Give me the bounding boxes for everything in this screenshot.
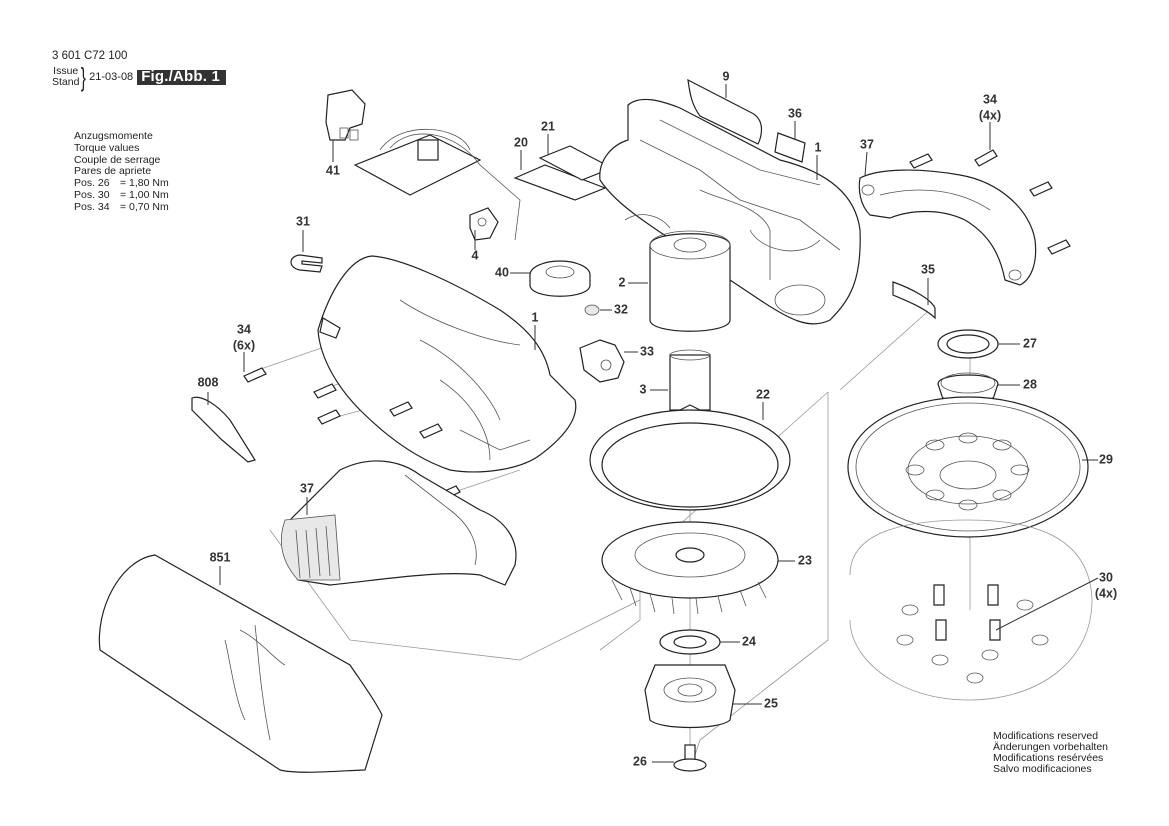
brace-icon: } [81,62,87,92]
callout-808: 808 [197,375,219,390]
note-fr: Modifications resérvées [993,752,1104,764]
part-851-dust-bag [98,554,383,773]
issue-label: Issue [53,65,79,77]
callout-34-top: 34 [983,92,997,107]
callout-21: 21 [541,119,555,134]
torque-row: Pos. 34 = 0,70 Nm [74,200,169,214]
callout-29: 29 [1099,452,1113,467]
part-25-bearing-housing [644,664,736,729]
part-36-label [774,132,806,163]
callout-25: 25 [764,696,778,711]
note-es: Salvo modificaciones [993,763,1092,775]
callout-23: 23 [798,553,812,568]
torque-row: Pos. 26 = 1,80 Nm [74,177,169,190]
issue-date: 21-03-08 [89,71,134,83]
leader-lines [207,84,1099,763]
callout-24: 24 [742,634,756,649]
part-808-label [191,396,256,463]
parts-20-21-labels [513,145,614,201]
callout-20: 20 [514,135,528,150]
callout-33: 33 [640,344,654,359]
callout-30: 30 [1099,570,1113,585]
document-number: 3 601 C72 100 [52,50,128,62]
callout-28: 28 [1023,377,1037,392]
issue-labels: Issue Stand [52,66,79,88]
callout-32: 32 [614,302,628,317]
torque-title-en: Torque values [74,141,140,154]
torque-pos: Pos. 26 [74,177,110,190]
figure-badge: Fig./Abb. 1 [137,69,227,85]
part-22-ring [589,409,791,511]
callout-34-left: 34 [237,322,251,337]
issue-block: Issue Stand } 21-03-08 Fig./Abb. 1 [52,62,227,92]
modifications-reserved-note: Modifications reserved Änderungen vorbeh… [993,731,1108,775]
torque-title-fr: Couple de serrage [74,153,161,166]
note-de: Änderungen vorbehalten [993,741,1109,753]
callout-22: 22 [756,387,770,402]
part-35-label [892,281,936,320]
part-31-clip [290,254,323,273]
screws-34-top [909,149,1071,255]
part-37-cover-top [858,169,1037,286]
torque-row: Pos. 30 = 1,00 Nm [74,188,169,202]
callout-36: 36 [788,106,802,121]
callout-851: 851 [209,550,231,565]
part-26-screw [673,744,707,772]
part-27-ring [937,329,999,359]
part-32-spring [584,304,600,316]
part-40-gear [529,260,591,297]
callout-30-qty: (4x) [1094,586,1118,601]
sanding-disc-outline [849,519,1093,701]
callout-4: 4 [471,248,479,263]
callout-35: 35 [921,262,935,277]
torque-pos: Pos. 30 [74,188,110,201]
part-9-sticker [687,78,763,145]
part-41-switch [325,89,366,141]
torque-values-note: Anzugsmomente Torque values Couple de se… [74,130,169,214]
screws-30 [933,584,1001,641]
callout-1-left: 1 [531,310,539,325]
callout-34-left-qty: (6x) [232,338,256,353]
callout-31: 31 [296,214,310,229]
callout-9: 9 [722,69,730,84]
callout-3: 3 [639,382,647,397]
part-24-washer [659,629,721,655]
electronics-board [353,128,521,241]
callout-26: 26 [633,754,647,769]
torque-title-de: Anzugsmomente [74,130,153,142]
callout-41: 41 [326,163,340,178]
part-2-stator [624,214,731,332]
part-23-fan [601,521,779,615]
callout-34-top-qty: (4x) [978,108,1002,123]
callout-27: 27 [1023,336,1037,351]
part-37-dust-port [280,460,517,586]
callout-2: 2 [618,275,626,290]
part-1-housing-half-left [317,255,577,473]
part-33-cap [579,339,625,383]
part-4 [469,207,499,241]
callout-37-top: 37 [860,137,874,152]
torque-value: = 1,80 Nm [120,177,169,190]
callout-37-left: 37 [300,481,314,496]
torque-title-es: Pares de apriete [74,165,152,178]
note-en: Modifications reserved [993,730,1099,742]
callout-40: 40 [495,265,509,280]
stand-label: Stand [52,76,80,88]
part-1-housing-half-right [599,98,861,325]
part-29-sanding-pad [847,396,1089,538]
torque-value: = 0,70 Nm [120,200,169,213]
callout-1-top: 1 [814,140,822,155]
torque-pos: Pos. 34 [74,200,110,213]
torque-value: = 1,00 Nm [120,188,169,201]
